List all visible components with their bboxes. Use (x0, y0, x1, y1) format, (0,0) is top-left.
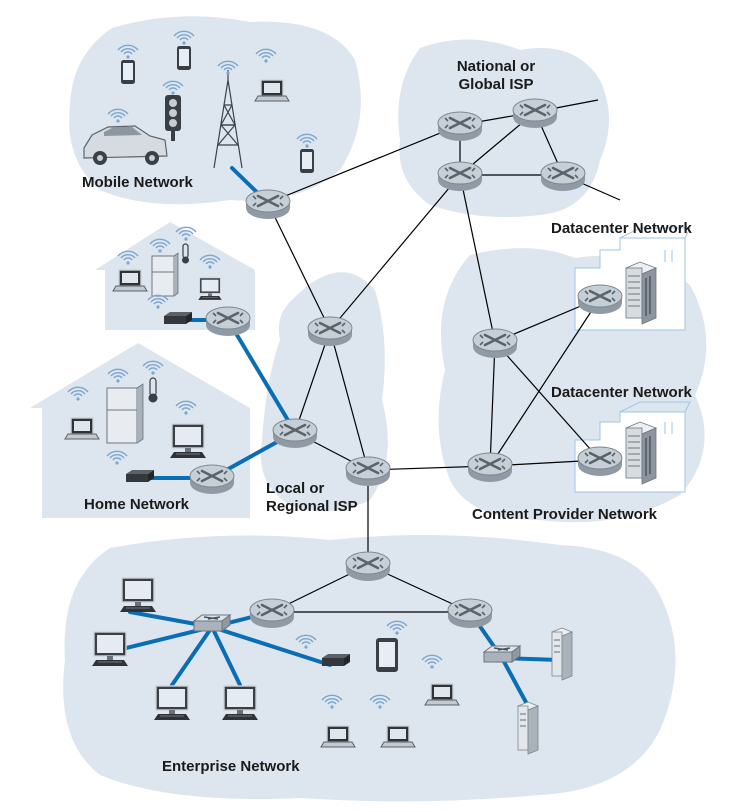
desktop-icon (169, 423, 207, 459)
desktop-icon (119, 577, 157, 613)
desktop-icon (153, 685, 191, 721)
datacenter-network-label-1: Datacenter Network (551, 220, 692, 237)
router-icon (306, 315, 354, 348)
router-icon (511, 97, 559, 130)
router-icon (436, 110, 484, 143)
thermometer-icon (148, 377, 158, 403)
refrigerator-icon (106, 383, 144, 444)
router-icon (446, 597, 494, 630)
cell-tower-icon (213, 70, 243, 169)
router-icon (576, 283, 624, 316)
router-icon (244, 188, 292, 221)
thermometer-icon (182, 243, 189, 264)
traffic-light-icon (165, 95, 181, 141)
mobile-network-cloud (69, 16, 361, 205)
modem-icon (322, 654, 350, 666)
car-icon (83, 125, 168, 165)
router-icon (271, 417, 319, 450)
enterprise-network-label: Enterprise Network (162, 758, 300, 775)
mobile-network-label: Mobile Network (82, 174, 193, 191)
server-icon (625, 421, 657, 485)
refrigerator-icon (151, 252, 179, 297)
router-icon (471, 327, 519, 360)
desktop-icon (221, 685, 259, 721)
router-icon (344, 550, 392, 583)
router-icon (204, 305, 252, 338)
router-icon (436, 160, 484, 193)
router-icon (466, 451, 514, 484)
switch-icon (193, 614, 231, 632)
server-icon (551, 627, 573, 681)
router-icon (248, 597, 296, 630)
router-icon (576, 445, 624, 478)
server-icon (625, 261, 657, 325)
smartphone-icon (300, 149, 314, 173)
modem-icon (126, 470, 154, 482)
datacenter-network-label-2: Datacenter Network (551, 384, 692, 401)
router-icon (188, 463, 236, 496)
switch-icon (483, 645, 521, 663)
smartphone-icon (121, 60, 135, 84)
tablet-icon (376, 638, 398, 672)
desktop-icon (197, 277, 223, 301)
server-icon (517, 701, 539, 755)
local-isp-label-line2: Regional ISP (266, 498, 358, 515)
local-isp-cloud (260, 272, 388, 512)
modem-icon (164, 312, 192, 324)
router-icon (539, 160, 587, 193)
home-network-label: Home Network (84, 496, 190, 513)
national-isp-label-line2: Global ISP (458, 76, 534, 93)
national-isp-label-line1: National or (456, 58, 536, 75)
router-icon (344, 455, 392, 488)
content-provider-network-label: Content Provider Network (472, 506, 658, 523)
local-isp-label-line1: Local or (266, 480, 325, 497)
smartphone-icon (177, 46, 191, 70)
desktop-icon (91, 631, 129, 667)
